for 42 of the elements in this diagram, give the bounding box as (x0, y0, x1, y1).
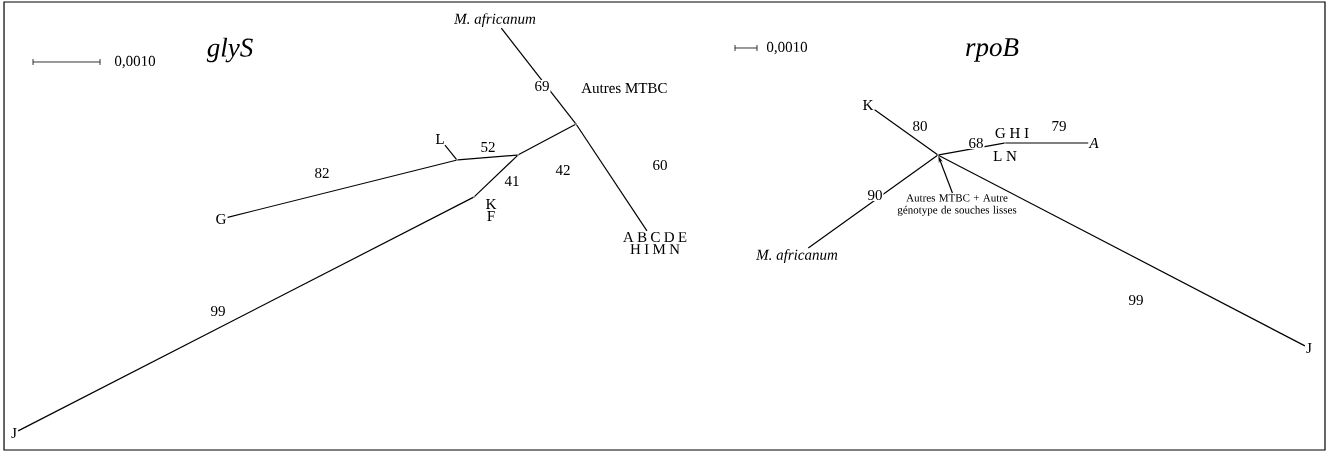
edge-label: 42 (554, 164, 572, 176)
edge-label: 79 (1050, 119, 1068, 133)
leaf-label: J (11, 428, 17, 438)
leaf-label: M. africanum (756, 249, 838, 263)
branch (1005, 142, 1089, 144)
leaf-label: G (216, 213, 226, 225)
branch (874, 109, 938, 156)
edge-label: 99 (209, 304, 227, 318)
annotation-text: Autres MTBC + Autre génotype de souches lisses (897, 194, 1017, 216)
scale-value: 0,0010 (766, 41, 808, 55)
scale-value: 0,0010 (114, 55, 156, 69)
node-label: L N (993, 151, 1017, 161)
branch (807, 154, 938, 249)
leaf-label: A B C D E H I M N (623, 232, 687, 254)
node-label: K F (486, 199, 497, 221)
leaf-label: J (1306, 343, 1312, 353)
leaf-label: L (435, 134, 444, 144)
edge-label: 80 (911, 119, 929, 133)
branch (575, 124, 648, 232)
edge-label: 90 (866, 188, 884, 202)
node-label: Autres MTBC (581, 82, 667, 94)
edge-label: 69 (533, 79, 551, 93)
edge-label: 52 (479, 140, 497, 154)
branch (938, 154, 1306, 347)
branch (457, 154, 518, 161)
branch (474, 155, 518, 197)
leaf-label: K (863, 100, 874, 110)
edge-label: 60 (651, 158, 669, 172)
branch (938, 142, 1005, 156)
branch (444, 144, 458, 160)
leaf-label: M. africanum (454, 13, 536, 27)
tree-title: rpoB (966, 38, 1019, 62)
branch (518, 123, 576, 156)
branch (500, 27, 577, 124)
edge-label: 41 (503, 175, 521, 187)
node-label: G H I (995, 127, 1029, 139)
edge-label: 68 (967, 136, 985, 150)
tree-title: glyS (206, 37, 253, 63)
edge-label: 82 (313, 166, 331, 180)
branch (227, 159, 457, 218)
edge-label: 99 (1127, 293, 1145, 307)
leaf-label: A (1088, 138, 1099, 148)
